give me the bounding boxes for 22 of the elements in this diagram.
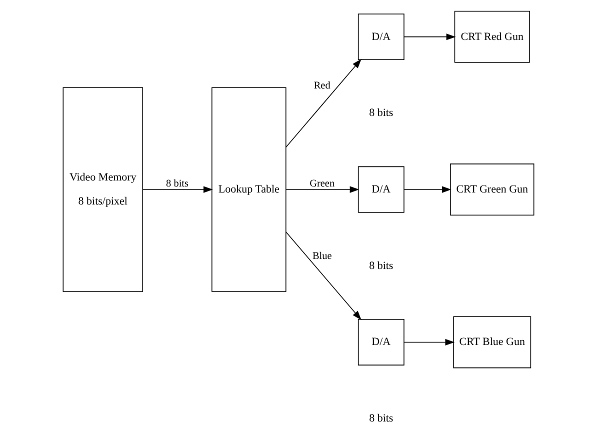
arrow: [403, 34, 456, 40]
arrow: [403, 338, 454, 346]
label: 8 bits: [368, 412, 393, 424]
edge-label: 8 bits: [166, 178, 188, 190]
node-box: Video Memory 8 bits/pixel: [62, 87, 143, 292]
arrow: [142, 186, 212, 193]
node-box: D/A: [357, 14, 404, 60]
arrow: [403, 186, 451, 193]
label: 8 bits: [368, 260, 393, 272]
node-box: CRT Red Gun: [454, 10, 530, 63]
node-box: D/A: [357, 166, 404, 213]
node-box: CRT Blue Gun: [452, 316, 531, 368]
node-box: Lookup Table: [211, 87, 286, 292]
arrow: [285, 186, 359, 193]
arrow: [285, 231, 361, 320]
edge-label: Blue: [312, 251, 332, 262]
edge-label: Green: [309, 178, 334, 190]
arrow: [285, 58, 361, 148]
label: 8 bits: [368, 107, 393, 120]
node-box: CRT Green Gun: [450, 164, 534, 216]
node-box: D/A: [357, 319, 404, 366]
edge-label: Red: [313, 80, 330, 92]
